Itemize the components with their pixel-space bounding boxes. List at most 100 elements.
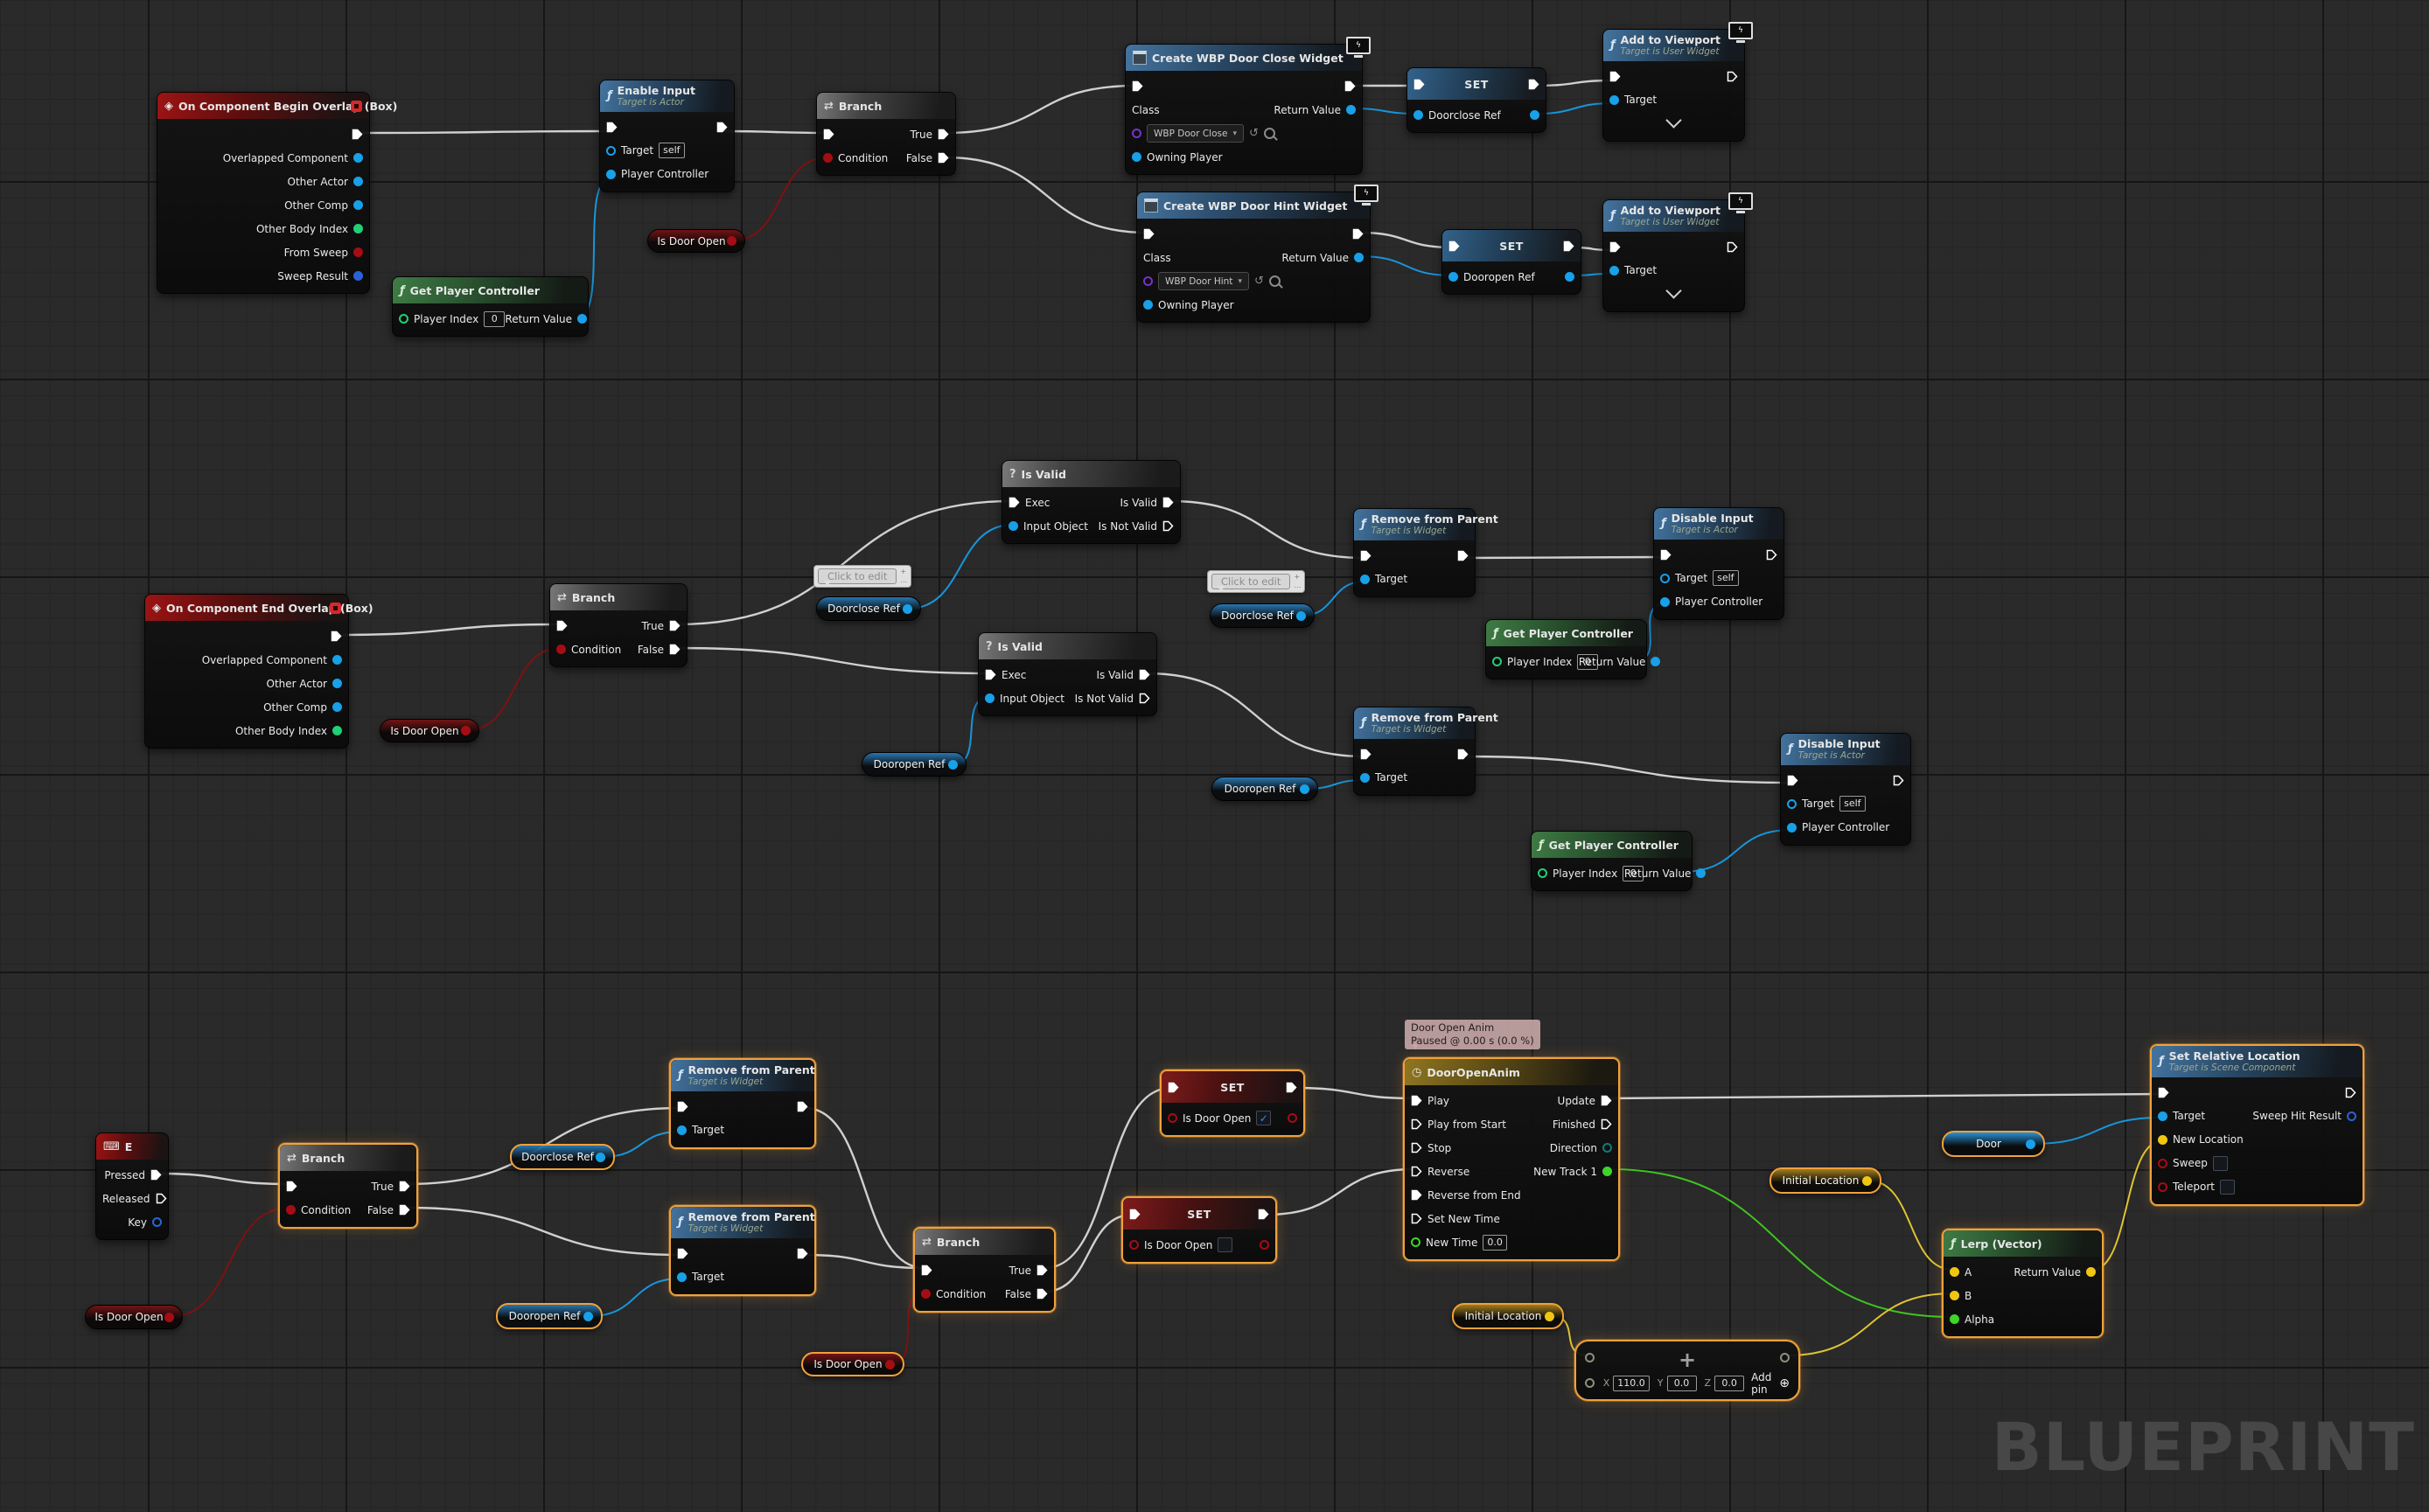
- float-pin[interactable]: [1950, 1314, 1959, 1324]
- is-door-open-get-1[interactable]: Is Door Open: [647, 229, 745, 253]
- wire-isvalid2-to-removeparent2[interactable]: [1145, 672, 1365, 758]
- wire-door-to-setrelloc-target[interactable]: [2031, 1117, 2162, 1145]
- wire-set1-to-viewport1[interactable]: [1534, 79, 1615, 87]
- wild-pin[interactable]: [1585, 1378, 1595, 1388]
- exec-pin[interactable]: [1660, 549, 1672, 561]
- output-pin[interactable]: [1296, 610, 1306, 621]
- search-icon[interactable]: [1263, 128, 1275, 139]
- int-pin[interactable]: [353, 224, 363, 233]
- exec-pin-hollow[interactable]: [1727, 241, 1738, 253]
- bool-pin[interactable]: [1260, 1240, 1269, 1250]
- exec-pin[interactable]: [1787, 775, 1798, 786]
- exec-pin[interactable]: [797, 1101, 808, 1112]
- exec-pin[interactable]: [556, 620, 568, 631]
- exec-pin[interactable]: [1411, 1189, 1422, 1201]
- bool-pin[interactable]: [353, 247, 363, 257]
- wire-isdooropen2-to-branch2-condition[interactable]: [466, 647, 562, 731]
- exec-pin-hollow[interactable]: [1411, 1213, 1422, 1224]
- float-pin[interactable]: [1411, 1237, 1420, 1247]
- wire-doorcloseref1-to-isvalid1-input[interactable]: [907, 524, 1014, 610]
- exec-pin[interactable]: [938, 152, 949, 164]
- wire-enable-input-to-branch1[interactable]: [722, 129, 828, 135]
- object-pin[interactable]: [1413, 110, 1423, 120]
- checkbox[interactable]: [1218, 1237, 1233, 1252]
- wire-dooropenref3-to-removeparent4-target[interactable]: [589, 1278, 681, 1317]
- int-pin[interactable]: [1492, 657, 1502, 666]
- object-pin[interactable]: [577, 314, 588, 324]
- comment-bubble-2[interactable]: Click to edit+…: [1207, 570, 1306, 593]
- exec-pin[interactable]: [606, 122, 618, 133]
- output-pin[interactable]: [596, 1152, 605, 1162]
- wire-create-hint-rv-to-set2[interactable]: [1358, 255, 1454, 276]
- wire-branch2-false-to-isvalid2[interactable]: [675, 646, 990, 675]
- bool-pin[interactable]: [823, 153, 833, 163]
- int-pin[interactable]: [399, 314, 408, 324]
- bool-pin[interactable]: [1129, 1240, 1139, 1250]
- wire-initloc1-to-lerp-a[interactable]: [1867, 1180, 1954, 1271]
- object-pin[interactable]: [1660, 573, 1670, 583]
- exec-pin[interactable]: [1162, 497, 1174, 508]
- output-pin[interactable]: [164, 1312, 174, 1322]
- object-pin[interactable]: [1565, 272, 1574, 282]
- wire-removeparent2-to-disableinput2[interactable]: [1463, 755, 1792, 784]
- wire-isvalid1-to-removeparent1[interactable]: [1169, 499, 1365, 560]
- wire-e-pressed-to-branch3[interactable]: [157, 1172, 290, 1186]
- object-pin[interactable]: [677, 1272, 687, 1282]
- exec-pin[interactable]: [399, 1181, 410, 1192]
- wire-lerp-rv-to-setrelloc-newlocation[interactable]: [2091, 1140, 2162, 1271]
- exec-pin-hollow[interactable]: [1727, 71, 1738, 82]
- class-pin[interactable]: [1132, 129, 1141, 138]
- exec-pin[interactable]: [331, 631, 342, 642]
- exec-pin[interactable]: [2158, 1087, 2169, 1098]
- wire-isdooropen1-to-branch1-condition[interactable]: [732, 157, 828, 241]
- exec-pin[interactable]: [286, 1181, 297, 1192]
- object-pin[interactable]: [1787, 822, 1797, 833]
- key-pin[interactable]: [152, 1217, 162, 1227]
- exec-pin-hollow[interactable]: [1411, 1118, 1422, 1130]
- wire-vectoradd-to-lerp-b[interactable]: [1785, 1293, 1954, 1356]
- wire-timeline-newtrack-to-lerp-alpha[interactable]: [1608, 1168, 1954, 1318]
- direction-pin[interactable]: [1602, 1143, 1612, 1153]
- object-pin[interactable]: [1651, 657, 1661, 666]
- object-pin[interactable]: [606, 169, 616, 179]
- exec-pin[interactable]: [1143, 228, 1155, 240]
- exec-pin-hollow[interactable]: [2345, 1087, 2356, 1098]
- output-pin[interactable]: [1862, 1175, 1872, 1186]
- wire-branch4-true-to-set-true[interactable]: [1043, 1086, 1172, 1270]
- output-pin[interactable]: [903, 603, 912, 614]
- wire-getpc3-to-disableinput2-pc[interactable]: [1680, 829, 1792, 873]
- object-pin[interactable]: [1346, 105, 1356, 115]
- vector-pin[interactable]: [2158, 1134, 2167, 1145]
- object-pin[interactable]: [1132, 152, 1141, 162]
- wbp-door-close-dropdown[interactable]: WBP Door Close▾: [1147, 124, 1244, 143]
- bool-pin[interactable]: [286, 1205, 296, 1215]
- object-pin[interactable]: [1696, 868, 1707, 878]
- vector-pin[interactable]: [2086, 1267, 2096, 1277]
- object-pin[interactable]: [353, 153, 363, 163]
- add-pin-button[interactable]: Add pin⊕: [1751, 1370, 1790, 1396]
- expand-chevron-icon[interactable]: [1665, 112, 1682, 129]
- exec-pin[interactable]: [677, 1248, 688, 1259]
- wire-create-hint-to-set2[interactable]: [1358, 231, 1454, 249]
- initial-location-get-1[interactable]: Initial Location: [1769, 1167, 1881, 1194]
- object-pin[interactable]: [606, 145, 616, 156]
- target-value[interactable]: self: [1839, 796, 1866, 812]
- new-time-value[interactable]: 0.0: [1483, 1234, 1507, 1251]
- output-pin[interactable]: [1545, 1311, 1554, 1321]
- on-component-end-overlap-box[interactable]: ◈On Component End Overlap (Box)Overlappe…: [144, 594, 373, 749]
- exec-pin[interactable]: [677, 1101, 688, 1112]
- bool-pin[interactable]: [1288, 1113, 1297, 1123]
- exec-pin-hollow[interactable]: [1411, 1142, 1422, 1153]
